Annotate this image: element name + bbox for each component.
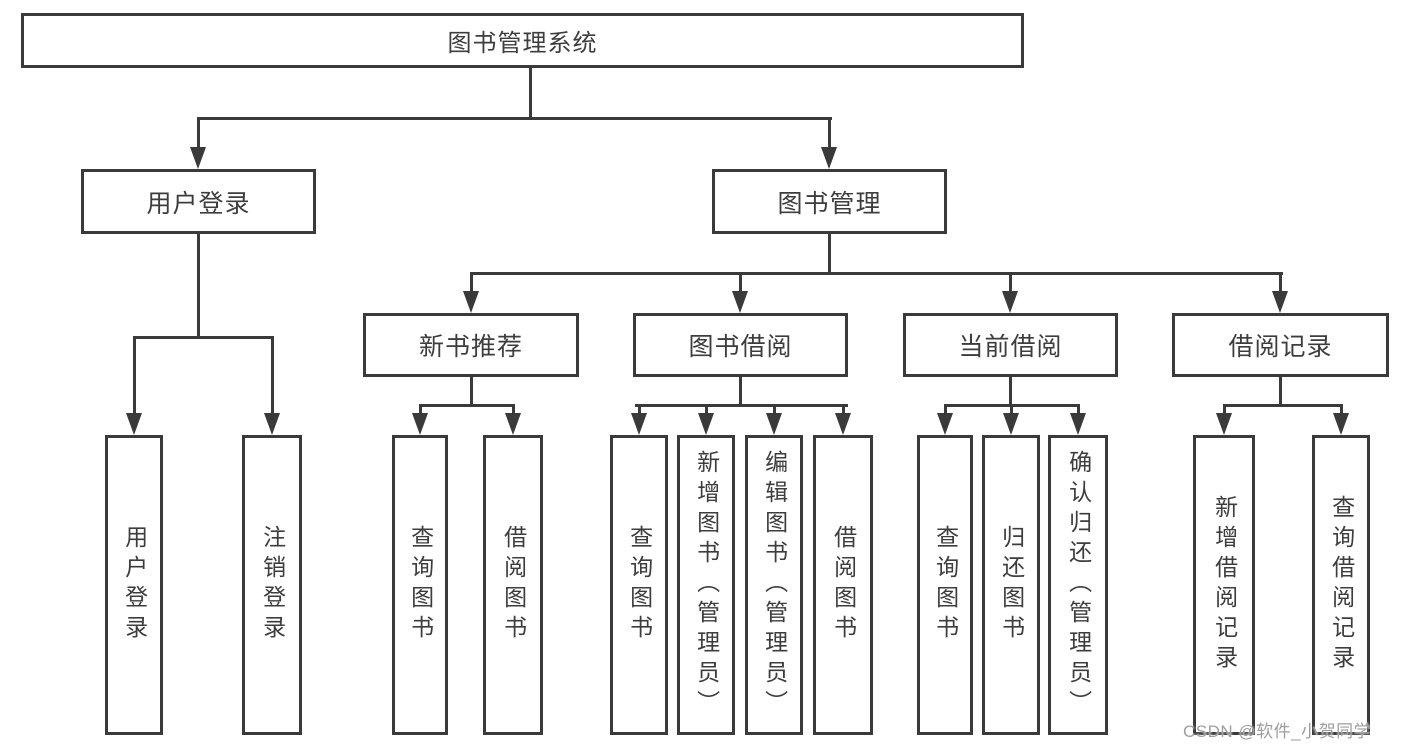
arrow-stub (827, 117, 831, 151)
arrow-stub (511, 404, 515, 417)
arrow-stub (841, 404, 845, 417)
node-label: 图书借阅 (688, 333, 793, 361)
node-label: 查询图书 (407, 525, 434, 645)
arrow-stub (132, 336, 136, 417)
leaf-borrow-books: 借阅图书 (813, 435, 873, 735)
arrow-stub (1222, 404, 1226, 417)
connector-rail (469, 272, 1283, 275)
node-label: 查询借阅记录 (1328, 495, 1355, 675)
arrowhead-down-icon (264, 413, 280, 435)
arrow-stub (1008, 272, 1012, 295)
connector-rail (634, 404, 848, 407)
arrow-stub (1076, 404, 1080, 417)
connector-stem (827, 234, 831, 275)
arrowhead-down-icon (1070, 413, 1086, 435)
leaf-add-book-admin: 新增图书（管理员） (677, 435, 735, 735)
node-label: 查询图书 (932, 525, 959, 645)
arrowhead-down-icon (126, 413, 142, 435)
node-book-borrowing: 图书借阅 (633, 313, 848, 377)
connector-stem (469, 377, 473, 407)
node-user-login: 用户登录 (81, 169, 316, 234)
arrow-stub (418, 404, 422, 417)
node-current-borrowing: 当前借阅 (903, 313, 1118, 377)
arrowhead-down-icon (412, 413, 428, 435)
connector-stem (1278, 376, 1282, 407)
node-label: 用户登录 (146, 189, 251, 218)
arrowhead-down-icon (463, 291, 479, 313)
connector-rail (132, 336, 274, 339)
arrowhead-down-icon (732, 291, 748, 313)
leaf-add-borrow-record: 新增借阅记录 (1193, 435, 1255, 735)
connector-rail (1222, 404, 1343, 407)
arrow-stub (270, 336, 274, 417)
leaf-user-login: 用户登录 (105, 435, 163, 735)
connector-stem (528, 68, 532, 120)
node-label: 确认归还（管理员） (1065, 450, 1092, 720)
arrowhead-down-icon (698, 413, 714, 435)
leaf-query-books-recommend: 查询图书 (392, 435, 448, 735)
leaf-return-books: 归还图书 (982, 435, 1040, 735)
node-book-management: 图书管理 (712, 169, 947, 234)
csdn-watermark: CSDN @软件_小贺同学 (1183, 722, 1372, 741)
arrow-stub (196, 117, 200, 151)
node-label: 借阅图书 (830, 525, 857, 645)
node-label: 编辑图书（管理员） (761, 450, 788, 720)
node-label: 用户登录 (121, 525, 148, 645)
arrow-stub (1278, 272, 1282, 295)
node-borrowing-records: 借阅记录 (1172, 313, 1389, 377)
arrowhead-down-icon (1002, 291, 1018, 313)
arrowhead-down-icon (835, 413, 851, 435)
leaf-query-borrow-record: 查询借阅记录 (1312, 435, 1370, 735)
leaf-logout: 注销登录 (242, 435, 302, 735)
arrowhead-down-icon (1272, 291, 1288, 313)
arrow-stub (943, 404, 947, 417)
arrowhead-down-icon (1003, 413, 1019, 435)
node-new-book-recommend: 新书推荐 (363, 313, 579, 377)
node-label: 图书管理系统 (447, 30, 598, 57)
arrow-stub (1339, 404, 1343, 417)
arrow-stub (469, 272, 473, 295)
arrowhead-down-icon (505, 413, 521, 435)
arrow-stub (704, 404, 708, 417)
node-label: 新增图书（管理员） (693, 450, 720, 720)
node-label: 归还图书 (998, 525, 1025, 645)
leaf-edit-book-admin: 编辑图书（管理员） (745, 435, 803, 735)
connector-stem (1008, 377, 1012, 407)
leaf-confirm-return-admin: 确认归还（管理员） (1048, 435, 1108, 735)
arrow-stub (738, 272, 742, 295)
arrow-stub (772, 404, 776, 417)
connector-stem (196, 234, 200, 339)
leaf-query-books-current: 查询图书 (917, 435, 973, 735)
connector-rail (196, 117, 832, 120)
leaf-borrow-books-recommend: 借阅图书 (483, 435, 543, 735)
connector-rail (418, 404, 515, 407)
arrowhead-down-icon (821, 147, 837, 169)
node-label: 借阅记录 (1228, 333, 1333, 361)
arrowhead-down-icon (1216, 413, 1232, 435)
node-label: 图书管理 (777, 189, 882, 218)
arrowhead-down-icon (190, 147, 206, 169)
node-label: 新增借阅记录 (1211, 495, 1238, 675)
node-label: 注销登录 (259, 525, 286, 645)
node-root-library-management-system: 图书管理系统 (21, 13, 1024, 68)
connector-stem (738, 377, 742, 407)
arrowhead-down-icon (631, 413, 647, 435)
node-label: 借阅图书 (500, 525, 527, 645)
node-label: 当前借阅 (958, 333, 1063, 361)
arrowhead-down-icon (1333, 413, 1349, 435)
arrowhead-down-icon (937, 413, 953, 435)
arrow-stub (1009, 404, 1013, 417)
arrow-stub (637, 404, 641, 417)
leaf-query-books-borrowing: 查询图书 (610, 435, 668, 735)
node-label: 新书推荐 (418, 333, 523, 361)
arrowhead-down-icon (766, 413, 782, 435)
node-label: 查询图书 (626, 525, 653, 645)
